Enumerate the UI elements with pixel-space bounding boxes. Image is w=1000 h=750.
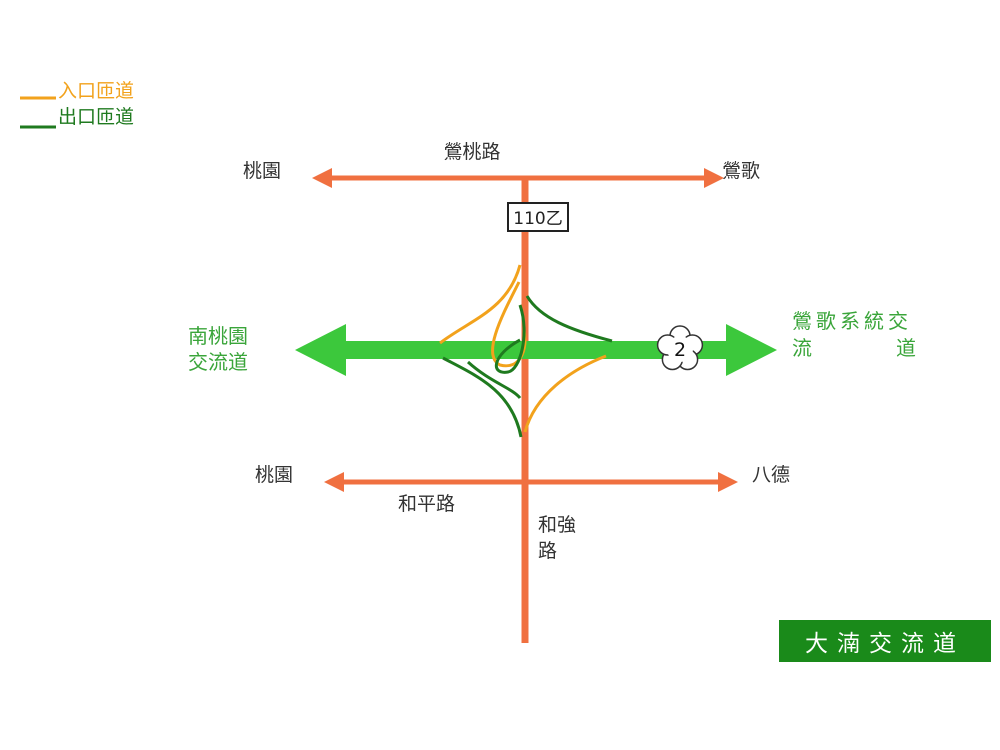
legend-entrance-label: 入口匝道: [58, 80, 134, 102]
bottom-right-destination: 八德: [752, 464, 790, 486]
legend: 入口匝道 出口匝道: [20, 80, 134, 129]
route-shield-box: [507, 202, 569, 232]
east-destination-line2a: 流: [792, 336, 812, 360]
freeway-arrow: [295, 324, 777, 376]
east-destination-line1: 鶯歌系統交: [792, 309, 912, 333]
exit-ramp-sw: [442, 356, 523, 438]
legend-exit-label: 出口匝道: [58, 106, 134, 128]
vertical-road-name-line1: 和強: [538, 514, 576, 536]
route-shield: 110乙: [507, 202, 569, 232]
top-right-destination: 鶯歌: [722, 160, 760, 182]
west-destination-line2: 交流道: [188, 350, 248, 374]
exit-ramps: [442, 295, 613, 438]
exit-ramp-inner: [466, 360, 522, 400]
freeway-shield: 2: [656, 325, 704, 371]
freeway-shield-number: 2: [674, 339, 686, 361]
east-destination-line2b: 道: [896, 336, 916, 360]
bottom-left-destination: 桃園: [255, 464, 293, 486]
route-shield-label: 110乙: [513, 209, 562, 229]
bottom-road-name: 和平路: [398, 493, 455, 515]
vertical-road-name-line2: 路: [538, 540, 557, 562]
entrance-ramp-se: [523, 354, 607, 433]
exit-ramp-ne: [525, 295, 613, 343]
top-left-destination: 桃園: [243, 160, 281, 182]
interchange-title: 大湳交流道: [779, 620, 991, 662]
top-road-name: 鶯桃路: [443, 141, 500, 163]
entrance-ramp-nw: [439, 264, 522, 345]
exit-ramp-loop: [494, 304, 526, 374]
west-destination-line1: 南桃園: [188, 324, 248, 348]
